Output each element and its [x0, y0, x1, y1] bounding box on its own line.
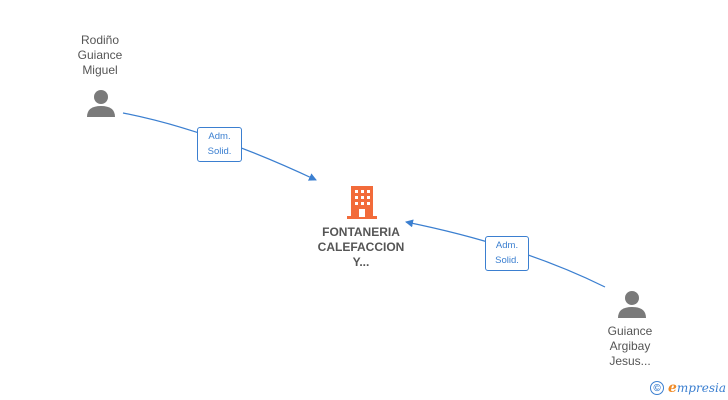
brand-logo: empresia	[668, 380, 726, 396]
building-icon[interactable]	[346, 185, 378, 219]
person-1-line-1: Rodiño	[80, 33, 120, 47]
brand-logo-e: e	[668, 380, 677, 396]
person-icon[interactable]	[86, 88, 116, 118]
company-node-label[interactable]: FONTANERIA CALEFACCION Y...	[296, 225, 426, 270]
edge-label-1[interactable]: Adm. Solid.	[197, 127, 242, 162]
person-1-line-2: Guiance	[77, 48, 123, 62]
edge-label-1-line-1: Adm.	[208, 131, 231, 142]
person-2-line-3: Jesus...	[609, 354, 651, 368]
person-icon[interactable]	[617, 289, 647, 319]
edge-label-2-line-1: Adm.	[495, 240, 519, 251]
brand-watermark: © empresia	[650, 380, 726, 396]
person-node-label-2[interactable]: Guiance Argibay Jesus...	[590, 324, 670, 369]
company-line-2: CALEFACCION	[317, 240, 405, 254]
edge-label-2[interactable]: Adm. Solid.	[485, 236, 529, 271]
edge-label-2-line-2: Solid.	[495, 255, 519, 266]
person-2-line-1: Guiance	[607, 324, 653, 338]
copyright-icon: ©	[650, 381, 664, 395]
edge-label-1-line-2: Solid.	[207, 146, 232, 157]
company-line-3: Y...	[352, 255, 370, 269]
company-line-1: FONTANERIA	[322, 225, 400, 239]
person-1-line-3: Miguel	[82, 63, 118, 77]
person-node-label-1[interactable]: Rodiño Guiance Miguel	[60, 33, 140, 78]
person-2-line-2: Argibay	[609, 339, 651, 353]
brand-logo-rest: mpresia	[676, 381, 726, 395]
